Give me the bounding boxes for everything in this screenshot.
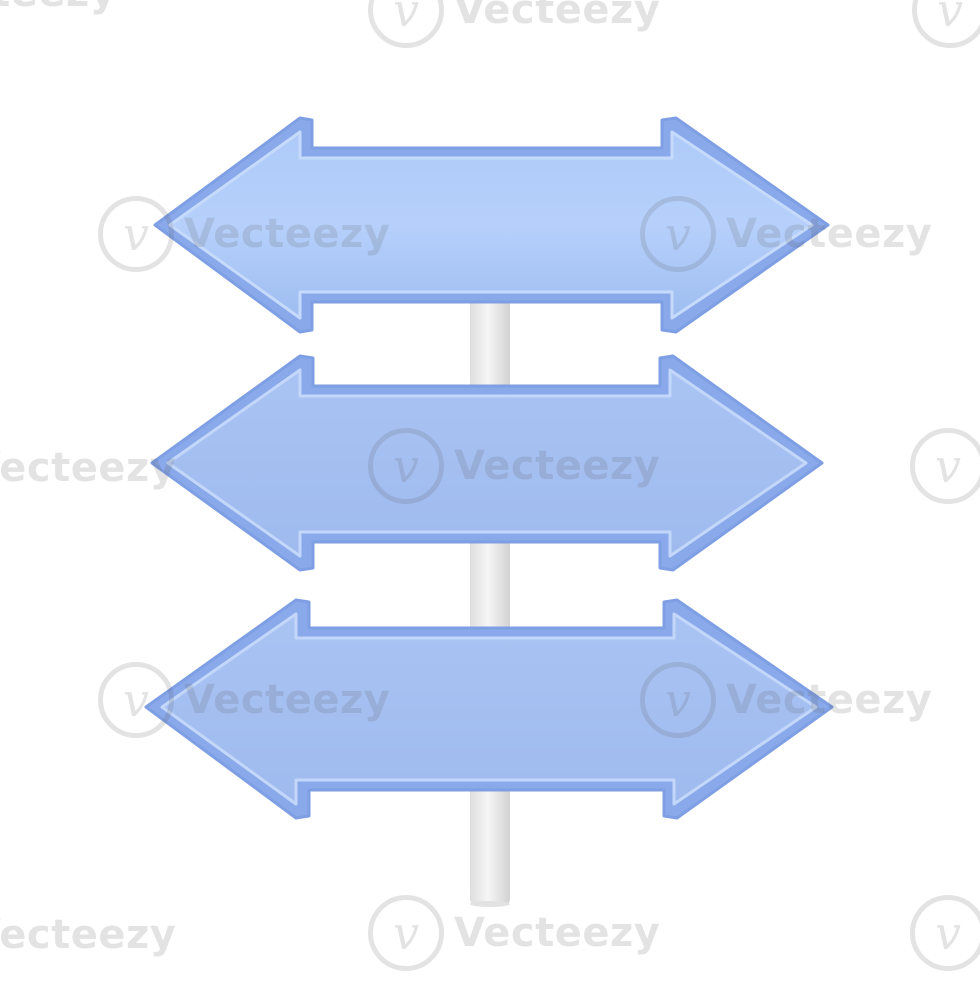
double-arrow-sign-middle <box>150 354 824 572</box>
double-arrow-sign-top <box>153 116 830 334</box>
double-arrow-sign-bottom <box>144 598 834 820</box>
pole-base <box>470 901 510 907</box>
sign-pole <box>470 290 510 905</box>
